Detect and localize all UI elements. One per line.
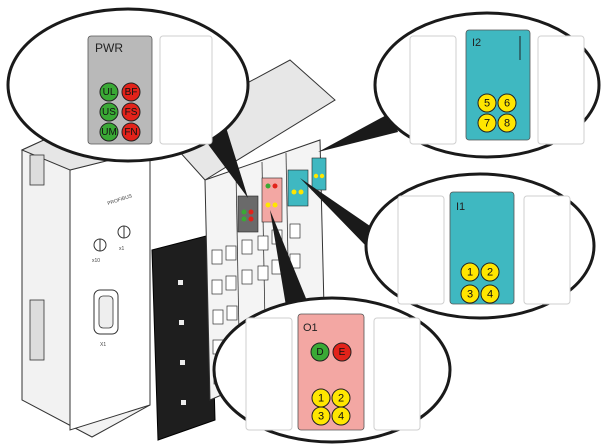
i2-led-grid: 5 6 7 8 xyxy=(477,93,517,133)
i1-pointer xyxy=(300,178,370,246)
i1-led-1-lamp xyxy=(460,262,480,282)
i2-pointer xyxy=(318,112,398,152)
i2-led-6-lamp xyxy=(497,93,517,113)
i2-led-6: 6 xyxy=(497,93,517,113)
pwr-led-ul-lamp xyxy=(99,82,119,102)
rotary-switch-x1[interactable] xyxy=(117,225,131,239)
i2-led-5: 5 xyxy=(477,93,497,113)
pwr-module-strip xyxy=(237,195,259,233)
pwr-led-us: US xyxy=(99,102,119,122)
pwr-led-fn-lamp xyxy=(121,122,141,142)
o1-led-1-label: 1 xyxy=(318,393,324,405)
i2-led-8: 8 xyxy=(497,113,517,133)
i1-led-3-lamp xyxy=(460,284,480,304)
pwr-led-ul: UL xyxy=(99,82,119,102)
dsub-connector[interactable] xyxy=(93,289,119,335)
o1-led-d-lamp xyxy=(310,342,330,362)
terminal-block-contacts xyxy=(178,280,186,405)
pwr-led-fs-label: FS xyxy=(125,107,138,118)
pwr-title: PWR xyxy=(95,41,123,55)
i1-left-neighbor-panel xyxy=(397,195,445,305)
pwr-led-fn-label: FN xyxy=(124,127,137,138)
i1-led-4: 4 xyxy=(480,284,500,304)
pwr-led-bf-lamp xyxy=(121,82,141,102)
pwr-led-um-lamp xyxy=(99,122,119,142)
o1-led-e: E xyxy=(332,342,352,362)
o1-led-4-label: 4 xyxy=(338,411,344,423)
i2-panel xyxy=(465,29,531,141)
i2-callout: I2 5 6 7 8 xyxy=(373,11,601,159)
pwr-led-fn: FN xyxy=(121,122,141,142)
pwr-led-bf: BF xyxy=(121,82,141,102)
i2-led-5-lamp xyxy=(477,93,497,113)
o1-led-grid: 1 2 3 4 xyxy=(311,388,351,426)
switch-x10-label: x10 xyxy=(92,258,100,264)
i1-led-4-label: 4 xyxy=(487,289,493,301)
o1-led-1: 1 xyxy=(311,388,331,408)
o1-led-d: D xyxy=(310,342,330,362)
i1-title: I1 xyxy=(456,201,465,213)
i2-title: I2 xyxy=(472,37,481,49)
switch-x1-label: x1 xyxy=(119,246,125,252)
i2-led-7-lamp xyxy=(477,113,497,133)
i2-left-neighbor-panel xyxy=(409,35,457,145)
connector-label: X1 xyxy=(100,342,106,348)
o1-led-2-label: 2 xyxy=(338,393,344,405)
i1-led-2-lamp xyxy=(480,262,500,282)
i1-led-2-label: 2 xyxy=(487,267,493,279)
o1-led-3: 3 xyxy=(311,406,331,426)
pwr-led-us-lamp xyxy=(99,102,119,122)
pwr-callout: PWR UL BF US FS UM FN xyxy=(6,7,250,163)
pwr-led-um-label: UM xyxy=(101,127,117,138)
o1-led-3-label: 3 xyxy=(318,411,324,423)
o1-led-2: 2 xyxy=(331,388,351,408)
o1-led-e-lamp xyxy=(332,342,352,362)
module-mini-leds xyxy=(241,173,325,222)
rail-clip-bottom xyxy=(29,299,45,361)
i1-led-3-label: 3 xyxy=(467,289,473,301)
pwr-led-fs: FS xyxy=(121,102,141,122)
pwr-led-grid: UL BF US FS UM FN xyxy=(99,82,141,142)
o1-led-3-lamp xyxy=(311,406,331,426)
o1-led-e-label: E xyxy=(339,347,346,358)
o1-title: O1 xyxy=(303,322,318,334)
i2-module-strip xyxy=(311,157,327,191)
black-terminal-block xyxy=(151,234,216,441)
o1-led-d-label: D xyxy=(316,347,323,358)
i2-led-7: 7 xyxy=(477,113,497,133)
o1-led-4-lamp xyxy=(331,406,351,426)
i1-led-2: 2 xyxy=(480,262,500,282)
i1-led-1-label: 1 xyxy=(467,267,473,279)
i2-led-5-label: 5 xyxy=(484,98,490,110)
i2-led-8-lamp xyxy=(497,113,517,133)
o1-right-neighbor-panel xyxy=(373,317,421,431)
i1-callout: I1 1 2 3 4 xyxy=(364,172,596,320)
i1-led-4-lamp xyxy=(480,284,500,304)
i2-led-8-label: 8 xyxy=(504,118,510,130)
pwr-neighbor-panel xyxy=(159,35,213,145)
i1-led-1: 1 xyxy=(460,262,480,282)
rotary-switch-x10[interactable] xyxy=(93,238,107,252)
i1-led-grid: 1 2 3 4 xyxy=(460,262,500,304)
i1-led-3: 3 xyxy=(460,284,480,304)
pwr-led-us-label: US xyxy=(102,107,116,118)
i2-right-neighbor-panel xyxy=(537,35,585,145)
pwr-led-um: UM xyxy=(99,122,119,142)
i2-led-7-label: 7 xyxy=(484,118,490,130)
pwr-led-fs-lamp xyxy=(121,102,141,122)
i1-right-neighbor-panel xyxy=(523,195,571,305)
i1-module-strip xyxy=(287,169,309,207)
i2-led-6-label: 6 xyxy=(504,98,510,110)
o1-left-neighbor-panel xyxy=(245,317,293,431)
o1-led-4: 4 xyxy=(331,406,351,426)
pwr-led-ul-label: UL xyxy=(103,87,116,98)
pwr-led-bf-label: BF xyxy=(125,87,138,98)
rail-clip-top xyxy=(29,154,45,186)
